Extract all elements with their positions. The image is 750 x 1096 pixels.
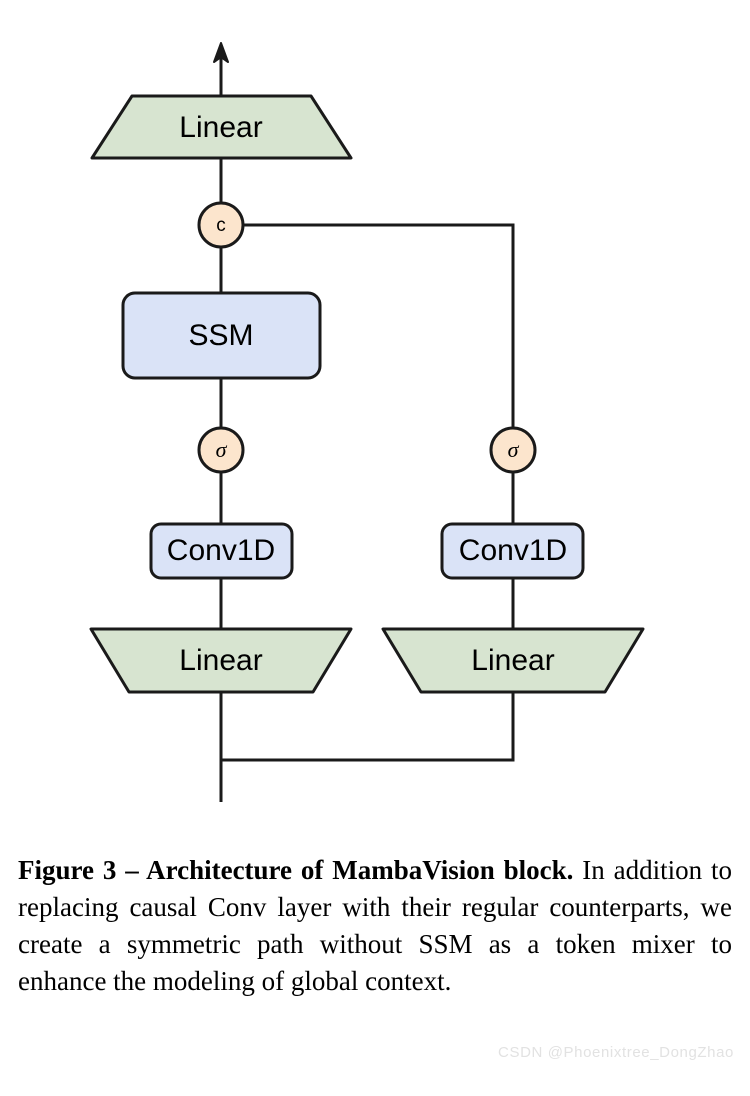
conv1d-left-label: Conv1D [167,534,275,567]
node-linear-left: Linear [89,627,353,694]
diagram-edges [213,42,515,802]
concat-label: c [216,215,226,236]
sigma-right-label: σ [508,437,520,462]
figure-caption: Figure 3 – Architecture of MambaVision b… [18,852,732,1000]
node-conv1d-left: Conv1D [149,522,294,580]
edge-linear-right-to-input-bus [221,692,515,762]
caption-body: In addition to replacing causal Conv lay… [18,855,733,996]
conv1d-right-label: Conv1D [459,534,567,567]
caption-lead: Figure 3 – Architecture of MambaVision b… [18,855,574,885]
node-conv1d-right: Conv1D [440,522,585,580]
node-sigma-right: σ [489,426,537,474]
node-ssm: SSM [121,291,322,380]
edge-concat-to-sigma-right [243,223,515,428]
node-concat: c [197,201,245,249]
output-arrowhead [213,42,229,63]
linear-left-label: Linear [179,644,262,677]
mambavision-block-diagram: Linear c SSM σ Conv1D Linear [89,42,645,802]
node-linear-top: Linear [90,94,353,160]
linear-right-shape [381,627,645,694]
linear-left-shape [89,627,353,694]
conv1d-right-shape [440,522,585,580]
concat-circle-shape [197,201,245,249]
ssm-shape [121,291,322,380]
linear-right-label: Linear [471,644,554,677]
sigma-right-circle-shape [489,426,537,474]
node-sigma-left: σ [197,426,245,474]
ssm-label: SSM [188,319,253,352]
sigma-left-circle-shape [197,426,245,474]
sigma-left-label: σ [216,437,228,462]
linear-top-label: Linear [179,111,262,144]
linear-top-shape [90,94,353,160]
conv1d-left-shape [149,522,294,580]
figure-diagram: Linear c SSM σ Conv1D Linear [89,42,645,802]
node-linear-right: Linear [381,627,645,694]
watermark: CSDN @Phoenixtree_DongZhao [498,1044,734,1061]
